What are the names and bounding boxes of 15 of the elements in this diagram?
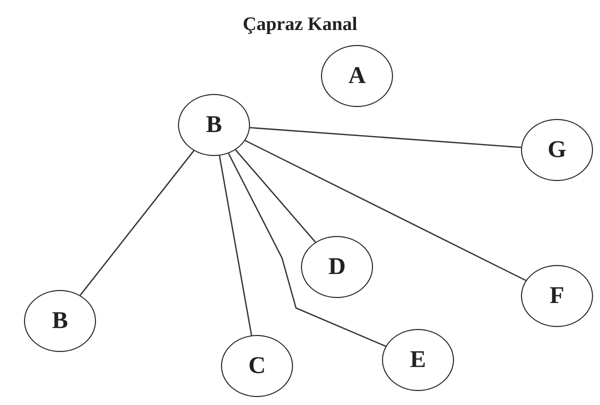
connector-line <box>235 149 316 243</box>
node-label: F <box>550 282 564 310</box>
node-label: G <box>548 136 566 164</box>
connector-line <box>244 140 526 282</box>
connector-line <box>80 150 194 296</box>
connector-line <box>250 126 522 148</box>
connector-line <box>228 153 386 347</box>
node-label: E <box>410 346 426 374</box>
node-label: D <box>328 254 346 280</box>
title: Çapraz Kanal <box>242 14 358 36</box>
node-label: B <box>52 308 68 334</box>
node-label: B <box>206 112 222 138</box>
node-label: C <box>248 352 266 380</box>
connector-line <box>218 156 252 336</box>
node-label: A <box>348 62 366 90</box>
